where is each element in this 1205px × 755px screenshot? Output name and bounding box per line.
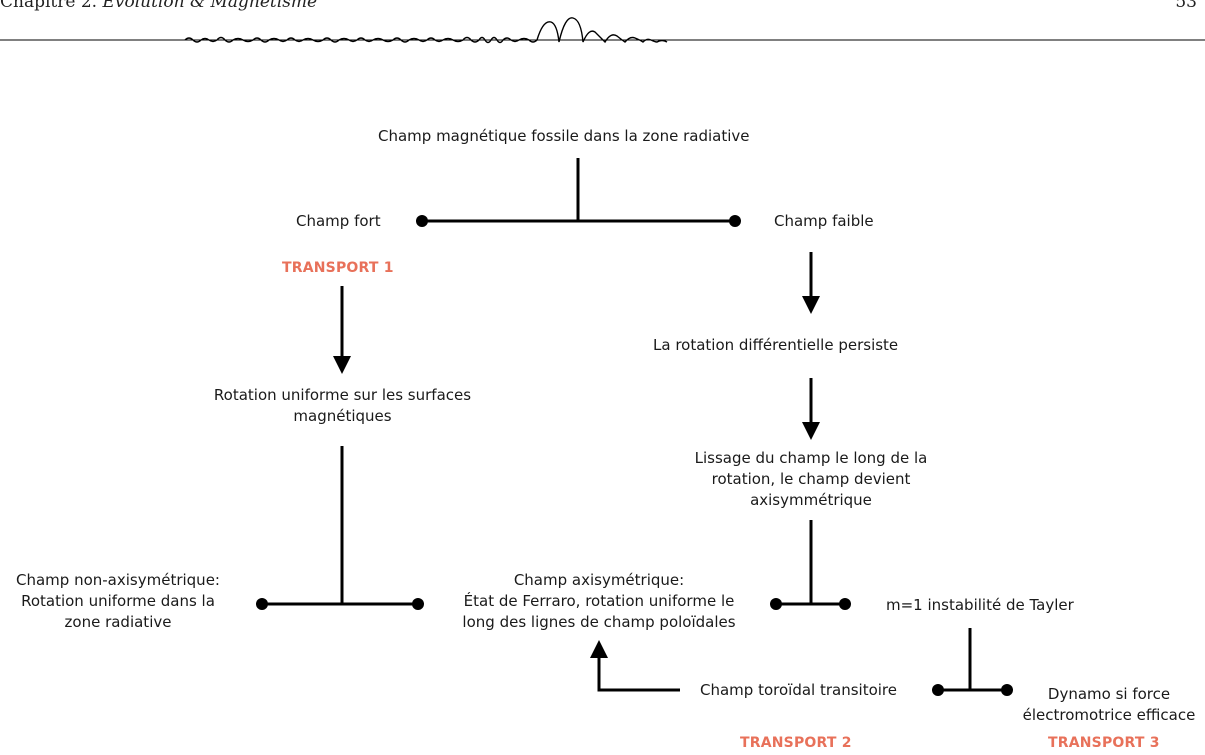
text-line: Dynamo si force <box>1047 685 1171 703</box>
arrow-line <box>597 656 680 692</box>
running-header: Chapitre 2. Évolution & Magnétisme <box>0 0 317 12</box>
seismogram-decoration <box>184 17 668 44</box>
text-line: État de Ferraro, rotation uniforme le <box>463 592 735 610</box>
text-line: zone radiative <box>64 613 172 631</box>
node-tayler-instability: m=1 instabilité de Tayler <box>886 596 1074 614</box>
node-differential-rotation: La rotation différentielle persiste <box>653 336 899 354</box>
node-non-axisymmetric: Champ non-axisymétrique: Rotation unifor… <box>4 570 232 633</box>
node-dot <box>256 598 268 610</box>
text-line: rotation, le champ devient <box>711 470 911 488</box>
node-dot <box>770 598 782 610</box>
node-axisymmetric: Champ axisymétrique: État de Ferraro, ro… <box>440 570 758 633</box>
node-root: Champ magnétique fossile dans la zone ra… <box>378 127 750 145</box>
text-line: Lissage du champ le long de la <box>694 449 928 467</box>
text-line: long des lignes de champ poloïdales <box>462 613 736 631</box>
text-line: Champ axisymétrique: <box>513 571 685 589</box>
transport-1-label: TRANSPORT 1 <box>282 260 394 276</box>
node-dot <box>412 598 424 610</box>
arrow-head <box>802 296 820 314</box>
text-line: axisymmétrique <box>750 491 872 509</box>
text-line: Rotation uniforme sur les surfaces <box>213 386 472 404</box>
node-dot <box>932 684 944 696</box>
arrow-head <box>333 356 351 374</box>
node-dot <box>1001 684 1013 696</box>
page-number: 53 <box>1175 0 1197 12</box>
node-strong-field: Champ fort <box>296 212 381 230</box>
chapter-title: Évolution & Magnétisme <box>102 0 318 12</box>
node-dynamo: Dynamo si force électromotrice efficace <box>1016 684 1202 726</box>
node-smoothing: Lissage du champ le long de la rotation,… <box>672 448 950 511</box>
node-toroidal-field: Champ toroïdal transitoire <box>700 681 897 699</box>
node-dot <box>729 215 741 227</box>
node-weak-field: Champ faible <box>774 212 874 230</box>
node-dot <box>416 215 428 227</box>
arrow-head <box>802 422 820 440</box>
text-line: Rotation uniforme dans la <box>21 592 215 610</box>
text-line: Champ non-axisymétrique: <box>16 571 220 589</box>
node-dot <box>839 598 851 610</box>
text-line: électromotrice efficace <box>1022 706 1196 724</box>
transport-3-label: TRANSPORT 3 <box>1048 735 1160 751</box>
transport-2-label: TRANSPORT 2 <box>740 735 852 751</box>
node-uniform-surfaces: Rotation uniforme sur les surfaces magné… <box>205 385 480 427</box>
text-line: magnétiques <box>293 407 392 425</box>
chapter-prefix: Chapitre 2. <box>0 0 98 12</box>
arrow-head <box>590 640 608 658</box>
